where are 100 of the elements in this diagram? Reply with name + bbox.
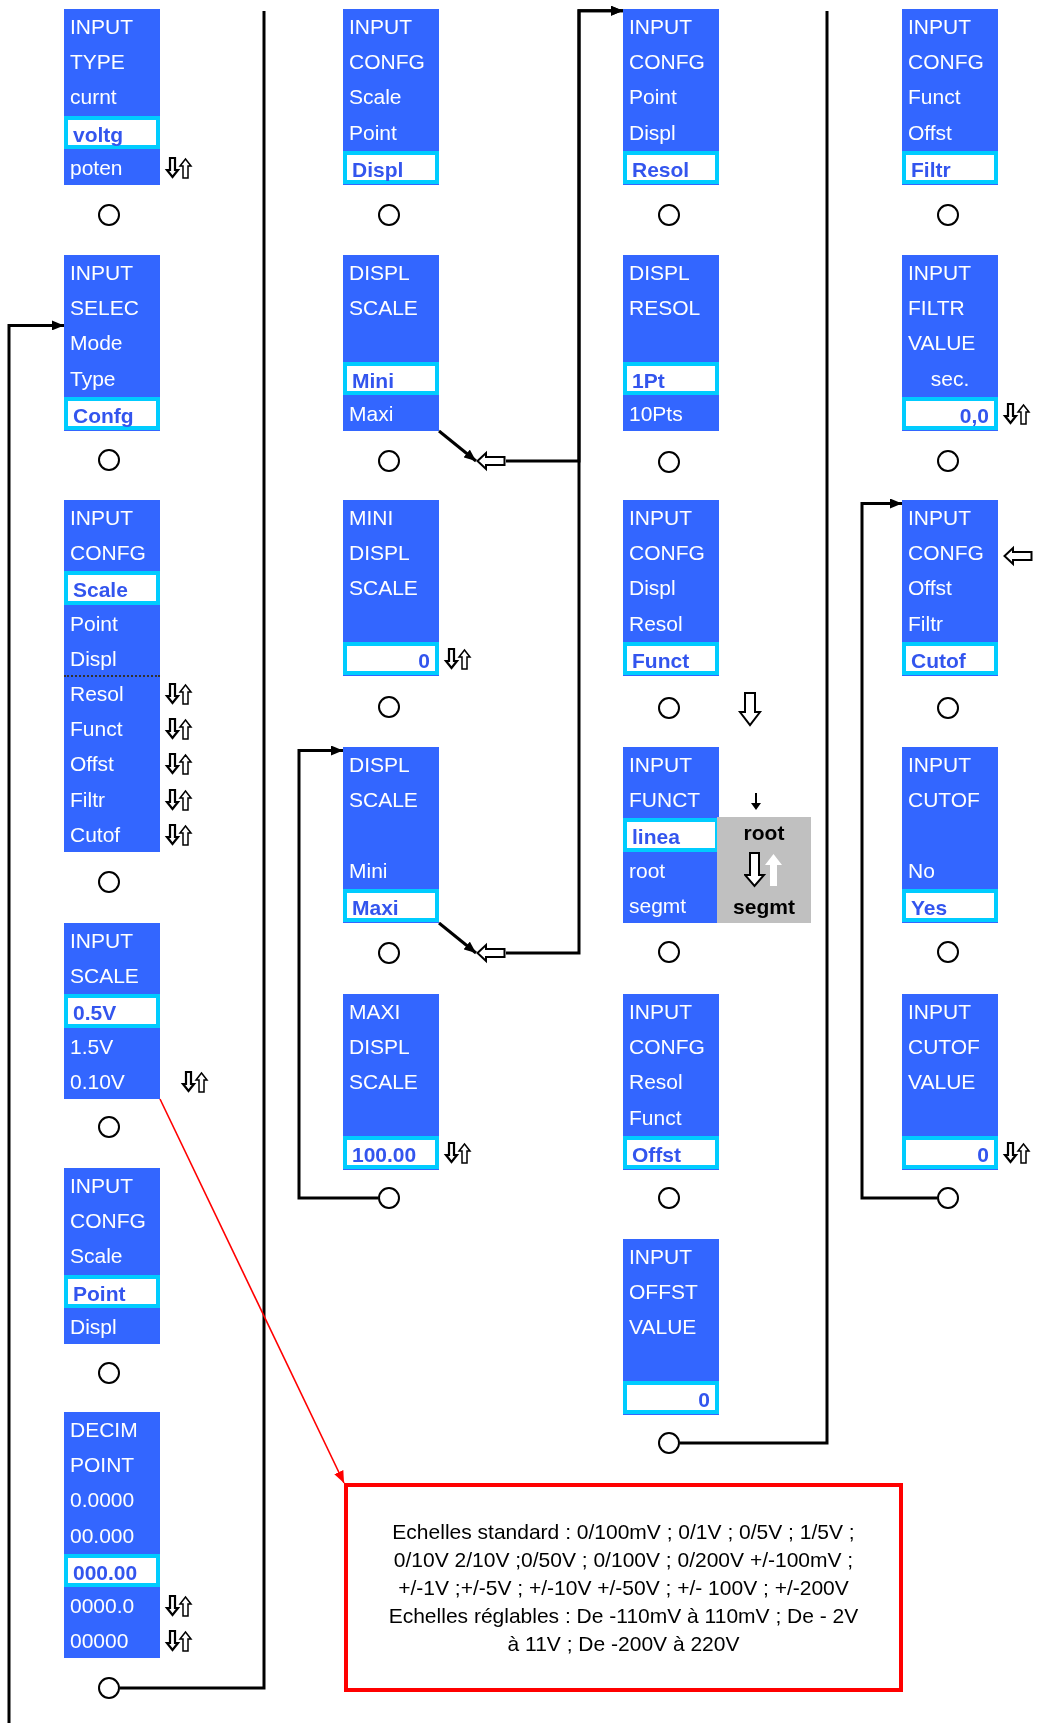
display-screen [64,255,160,431]
hollow-arrow-icon [476,451,506,471]
menu-text: Point [629,84,677,111]
menu-text: 0.10V [70,1068,125,1095]
menu-text: DISPL [349,260,410,286]
menu-text: Funct [629,1104,682,1131]
menu-text: DISPL [629,260,690,286]
highlighted-option: voltg [64,115,160,149]
highlighted-option: Mini [343,361,439,395]
menu-text: Maxi [349,400,394,427]
menu-text: OFFST [629,1279,698,1306]
display-screen [902,9,998,185]
menu-text: poten [70,154,123,181]
menu-text: INPUT [349,14,412,40]
menu-text: CONFG [908,49,984,76]
display-screen [64,500,160,852]
circle-symbol [98,1116,120,1138]
highlighted-option: Filtr [902,150,998,184]
menu-text: Filtr [70,786,105,813]
menu-text: Funct [70,716,123,743]
menu-text: INPUT [629,999,692,1025]
menu-text: SCALE [349,295,418,322]
note-box [344,1483,903,1692]
menu-text: VALUE [908,330,976,357]
note-text: Echelles réglables : De -110mV à 110mV ; De - 2V à 11V ; De -200V à 220V [387,1602,860,1657]
menu-text: VALUE [908,1069,976,1096]
menu-text: Filtr [908,610,943,637]
menu-text: sec. [930,365,970,392]
display-screen [902,994,998,1170]
menu-text: Displ [70,1313,117,1340]
menu-text: Offst [908,119,952,146]
menu-text: Type [70,365,116,392]
display-screen [64,1412,160,1659]
circle-symbol [937,1187,959,1209]
menu-text: INPUT [70,14,133,40]
display-screen [902,747,998,923]
menu-text: FILTR [908,295,965,322]
menu-text: SELEC [70,295,139,322]
menu-text: CONFG [70,1208,146,1235]
option-text: root [743,821,785,845]
circle-symbol [98,1677,120,1699]
menu-text: MINI [349,505,394,531]
menu-text: No [908,857,935,884]
menu-text: DISPL [349,540,410,567]
circle-symbol [658,204,680,226]
highlighted-option: 0 [902,1135,998,1169]
menu-text: Point [349,119,397,146]
option-text: segmt [733,895,795,919]
menu-text: POINT [70,1452,135,1479]
hollow-arrow-icon [476,943,506,963]
menu-text: INPUT [908,14,971,40]
highlighted-option: 000.00 [64,1553,160,1587]
menu-text: Scale [70,1243,123,1270]
menu-text: INPUT [70,1173,133,1199]
menu-text: CUTOF [908,1034,980,1061]
connector-arrow [438,429,477,463]
circle-symbol [98,204,120,226]
circle-symbol [658,1187,680,1209]
menu-text: 0.0000 [70,1487,135,1514]
menu-text: RESOL [629,295,701,322]
menu-text: CONFG [629,540,705,567]
menu-text: DECIM [70,1417,138,1443]
menu-text: INPUT [629,505,692,531]
circle-symbol [937,204,959,226]
highlighted-option: 1Pt [623,361,719,395]
menu-text: TYPE [70,49,125,76]
menu-text: INPUT [70,928,133,954]
circle-symbol [658,451,680,473]
circle-symbol [98,449,120,471]
connector-line [680,11,829,1445]
display-screen [623,1239,719,1415]
menu-text: CONFG [629,1034,705,1061]
highlighted-option: Cutof [902,641,998,675]
highlighted-option: Yes [902,888,998,922]
menu-text: root [629,857,666,884]
display-screen [64,923,160,1099]
menu-text: CONFG [349,49,425,76]
display-screen [64,9,160,185]
circle-symbol [378,942,400,964]
display-screen [902,255,998,431]
connector-line [120,11,266,1690]
display-screen [343,255,439,431]
menu-text: SCALE [70,963,139,990]
menu-text: segmt [629,892,687,919]
highlighted-option: Offst [623,1135,719,1169]
menu-text: INPUT [70,505,133,531]
menu-text: Point [70,610,118,637]
connector-arrow [506,5,623,955]
connector-arrow [860,498,937,1200]
menu-text: VALUE [629,1314,697,1341]
note-text: Echelles standard : 0/100mV ; 0/1V ; 0/5V ; 1/5V ; 0/10V 2/10V ;0/50V ; 0/100V ; 0/200V +/-100mV ; +/-1V ;+/-5V ; +/-10V +/-50V ; +/- 100V ; +/-200V [391,1518,856,1601]
menu-text: INPUT [908,999,971,1025]
menu-text: DISPL [349,752,410,778]
menu-text: Resol [629,610,683,637]
menu-text: Scale [349,84,402,111]
menu-text: Funct [908,84,961,111]
menu-text: 00000 [70,1628,129,1655]
menu-text: Displ [629,575,676,602]
menu-text: CONFG [629,49,705,76]
display-screen [902,500,998,676]
